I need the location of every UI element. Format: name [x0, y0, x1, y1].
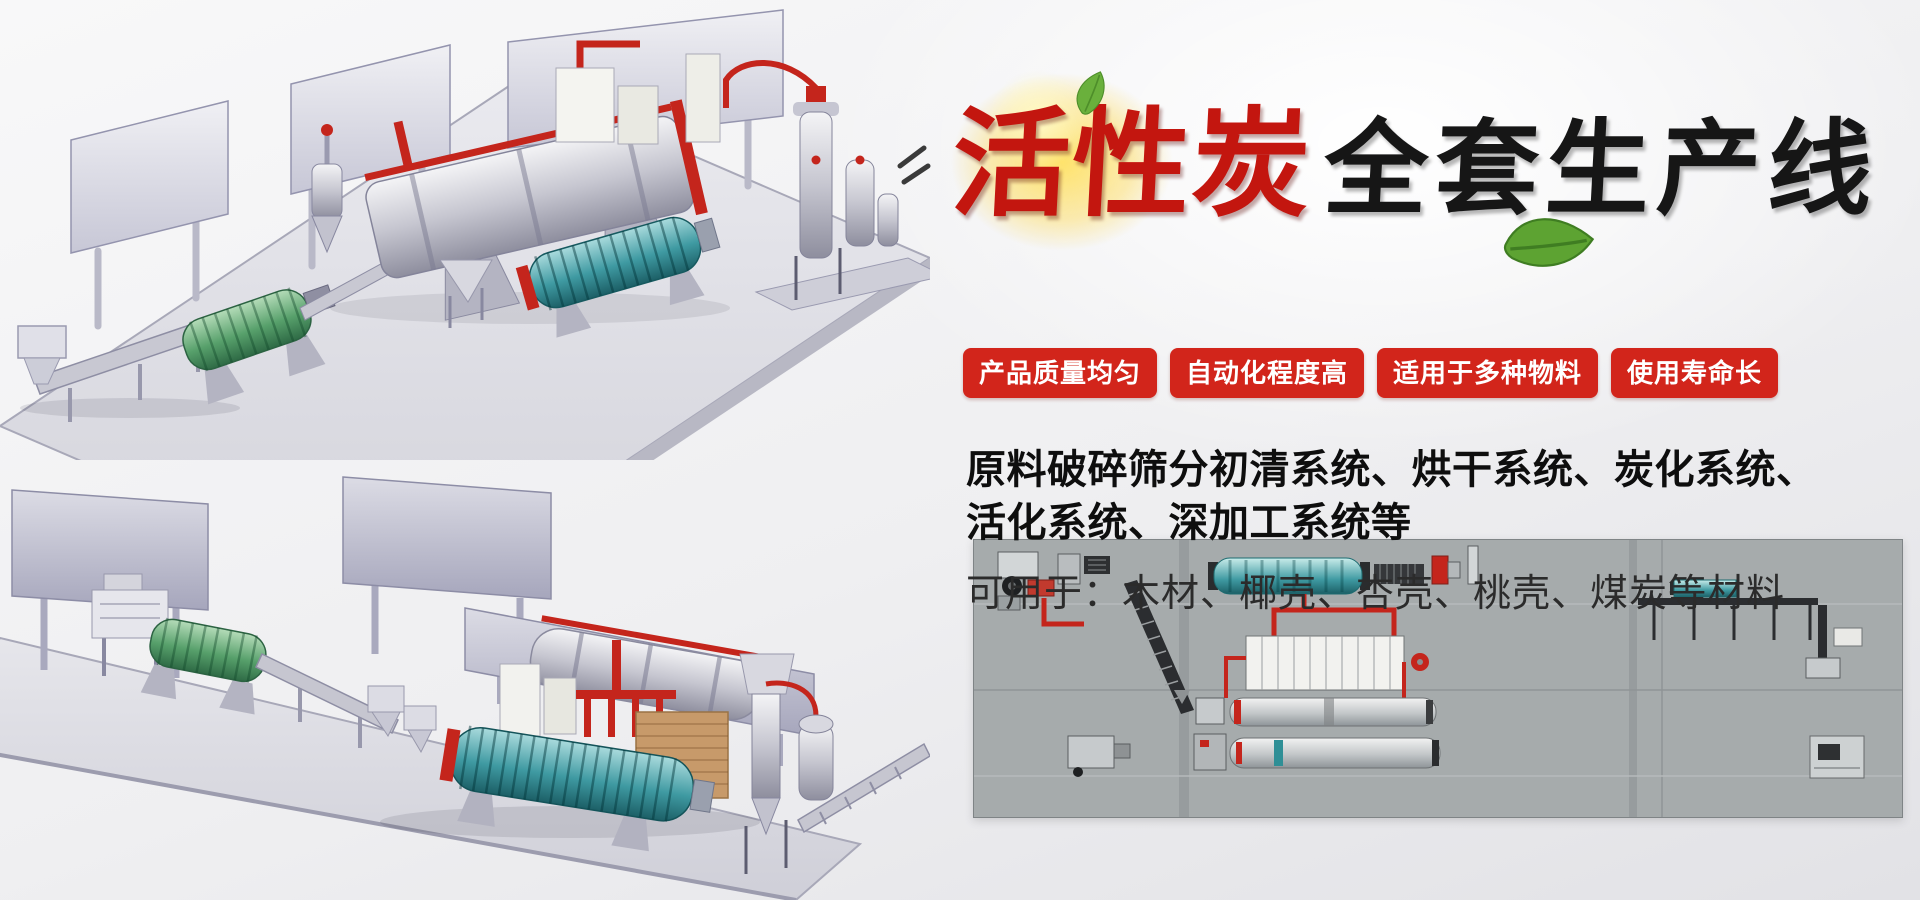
carbonization-drum — [439, 725, 715, 852]
ball-mill-drum — [140, 617, 267, 715]
cooling-drum — [515, 216, 721, 338]
badge-quality: 产品质量均匀 — [963, 348, 1158, 398]
dosing-station — [997, 551, 1110, 627]
description-line-1: 原料破碎筛分初清系统、烘干系统、炭化系统、 — [966, 448, 1817, 492]
glow-highlight — [912, 42, 1212, 282]
feed-hopper — [439, 259, 493, 328]
feed-conveyor — [17, 313, 229, 422]
shadow — [20, 398, 240, 418]
process-towers — [555, 40, 721, 145]
process-towers — [499, 663, 577, 737]
leaf-icon — [1503, 218, 1595, 267]
title-red-text: 活性炭 — [948, 99, 1316, 231]
production-line-plan-schematic — [974, 540, 1902, 817]
plan-belt-grid — [1374, 545, 1479, 585]
plan-drying-drum — [1208, 557, 1370, 595]
elevator-conveyor — [1124, 580, 1194, 714]
production-line-3d-render-top — [0, 9, 930, 460]
activation-column — [723, 60, 930, 311]
production-line-3d-render-bottom — [0, 476, 930, 900]
usage-line: 可用于：木材、椰壳、杏壳、桃壳、煤炭等材料 — [966, 572, 1786, 615]
transfer-conveyor — [255, 652, 399, 748]
plan-bag-filter — [1224, 594, 1429, 708]
plan-packing-conveyors — [1638, 579, 1865, 779]
ball-mill-drum — [182, 284, 336, 405]
main-title: 活性炭全套生产线 — [897, 42, 1882, 282]
description-line-2: 活化系统、深加工系统等 — [966, 500, 1412, 545]
plan-discharge-unit — [1067, 690, 1190, 777]
badge-lifespan: 使用寿命长 — [1611, 348, 1779, 398]
badge-automation: 自动化程度高 — [1170, 348, 1365, 398]
feed-hoppers — [367, 685, 437, 754]
plan-carbonization-drums — [1193, 697, 1441, 771]
leaf-icon — [1076, 71, 1105, 115]
silver-tank — [765, 680, 834, 801]
cyclone-filter — [311, 124, 343, 254]
title-black-text: 全套生产线 — [1320, 112, 1883, 228]
incline-conveyor — [797, 742, 930, 834]
speed-lines-icon — [897, 145, 931, 185]
badge-materials: 适用于多种物料 — [1377, 348, 1599, 398]
feature-badges: 产品质量均匀 自动化程度高 适用于多种物料 使用寿命长 — [963, 348, 1779, 398]
description-block: 原料破碎筛分初清系统、烘干系统、炭化系统、 活化系统、深加工系统等 可用于：木材… — [966, 444, 1817, 617]
schematic-panel — [973, 539, 1903, 818]
